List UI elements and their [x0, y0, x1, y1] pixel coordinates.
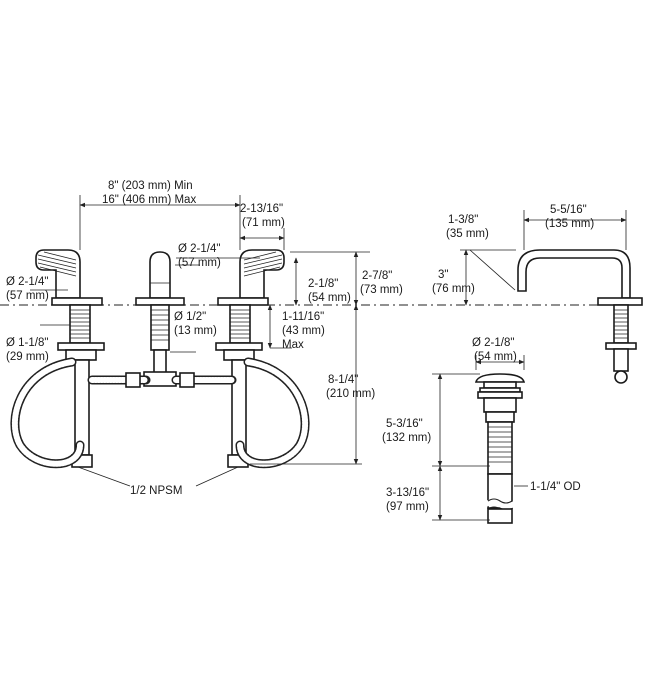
spacing-min-label: 8" (203 mm) Min: [108, 180, 193, 192]
supply-dia-mm-label: (13 mm): [174, 325, 217, 337]
drain-length-mm-label: (132 mm): [382, 432, 431, 444]
handle-height-label: 2-1/8": [308, 278, 338, 290]
side-view-dimension-lines: [460, 210, 627, 306]
left-view-labels: 8" (203 mm) Min 16" (406 mm) Max Ø 2-1/4…: [6, 180, 403, 497]
shank-dia-mm-label: (29 mm): [6, 351, 49, 363]
drain-assembly: [474, 373, 526, 524]
dimension-lines: [30, 195, 370, 487]
right-shank: [229, 304, 251, 344]
right-handle: [215, 249, 285, 468]
side-view-spout: [517, 249, 643, 384]
spout-rise-label: 1-3/8": [448, 214, 478, 226]
spout-clearance-label: 3": [438, 269, 448, 281]
deck-thickness-label: 1-11/16": [282, 311, 324, 323]
spout-dia-mm-label: (57 mm): [178, 257, 221, 269]
below-deck-mm-label: (210 mm): [326, 388, 375, 400]
side-view-labels: 1-3/8" (35 mm) 5-5/16" (135 mm) 3" (76 m…: [432, 204, 594, 295]
spout-rise-mm-label: (35 mm): [446, 228, 489, 240]
drain-dia-mm-label: (54 mm): [474, 351, 517, 363]
spacing-max-label: 16" (406 mm) Max: [102, 194, 196, 206]
left-shank: [69, 304, 91, 344]
spout-reach-label: 5-5/16": [550, 204, 587, 216]
deck-max-label: Max: [282, 339, 304, 351]
supply-dia-label: Ø 1/2": [174, 311, 206, 323]
connection-label: 1/2 NPSM: [130, 485, 182, 497]
drain-length-label: 5-3/16": [386, 418, 423, 430]
spout-dia-label: Ø 2-1/4": [178, 243, 220, 255]
drain-labels: Ø 2-1/8" (54 mm) 5-3/16" (132 mm) 3-13/1…: [382, 337, 581, 513]
spout-reach-mm-label: (135 mm): [545, 218, 594, 230]
spout-height-mm-label: (73 mm): [360, 284, 403, 296]
below-deck-label: 8-1/4": [328, 374, 358, 386]
tailpiece-mm-label: (97 mm): [386, 501, 429, 513]
drain-dimension-lines: [432, 355, 528, 521]
handle-dia-mm-label: (57 mm): [6, 290, 49, 302]
handle-dia-label: Ø 2-1/4": [6, 276, 48, 288]
handle-reach-label: 2-13/16": [240, 203, 283, 215]
tailpiece-od-label: 1-1/4" OD: [530, 481, 581, 493]
left-handle: [35, 249, 105, 468]
handle-reach-mm-label: (71 mm): [242, 217, 285, 229]
spout-height-label: 2-7/8": [362, 270, 392, 282]
drain-dia-label: Ø 2-1/8": [472, 337, 514, 349]
center-spout: [135, 251, 185, 387]
deck-thickness-mm-label: (43 mm): [282, 325, 325, 337]
tailpiece-label: 3-13/16": [386, 487, 429, 499]
handle-height-mm-label: (54 mm): [308, 292, 351, 304]
shank-dia-label: Ø 1-1/8": [6, 337, 48, 349]
spout-clearance-mm-label: (76 mm): [432, 283, 475, 295]
supply-hoses: [10, 357, 310, 469]
